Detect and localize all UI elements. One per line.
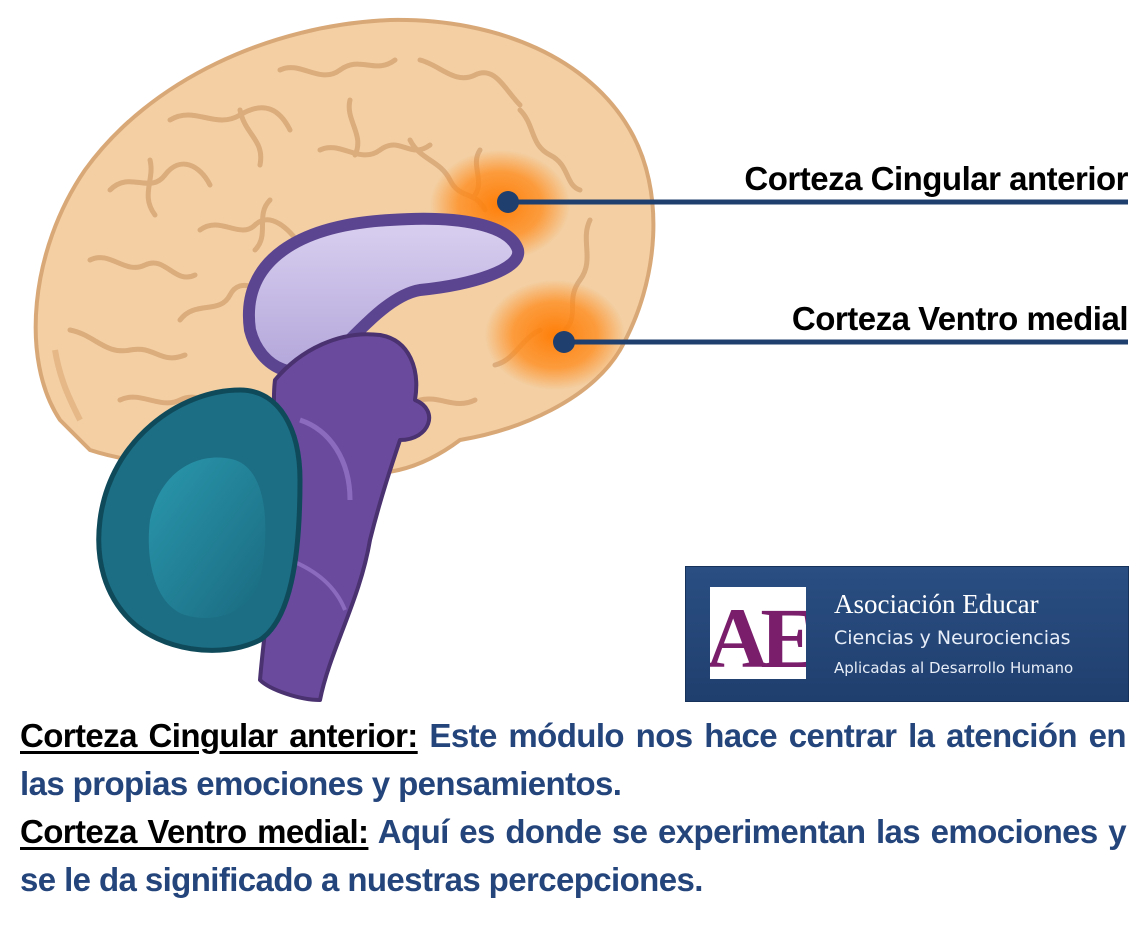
- logo-tagline: Aplicadas al Desarrollo Humano: [834, 659, 1074, 677]
- callout-line-cingular: [497, 191, 1128, 213]
- logo-title: Asociación Educar: [834, 589, 1039, 619]
- description-text: Aquí es donde se experimentan las emocio…: [20, 813, 1127, 898]
- description-text: Este módulo nos hace centrar la atención…: [20, 717, 1127, 802]
- svg-text:AE: AE: [710, 590, 806, 679]
- asociacion-educar-logo: AE Asociación Educar Ciencias y Neurocie…: [685, 566, 1129, 702]
- description-term: Corteza Cingular anterior:: [20, 717, 418, 754]
- description-term: Corteza Ventro medial:: [20, 813, 369, 850]
- description-cingular: Corteza Cingular anterior: Este módulo n…: [20, 712, 1127, 808]
- label-corteza-ventro-medial: Corteza Ventro medial: [791, 300, 1129, 337]
- callout-line-ventro: [553, 331, 1128, 353]
- description-ventro: Corteza Ventro medial: Aquí es donde se …: [20, 808, 1127, 904]
- label-corteza-cingular-anterior: Corteza Cingular anterior: [744, 160, 1128, 197]
- ae-logo-mark-icon: AE: [710, 587, 806, 679]
- descriptions: Corteza Cingular anterior: Este módulo n…: [20, 712, 1127, 904]
- ventro-highlight: [485, 280, 625, 390]
- logo-subtitle: Ciencias y Neurociencias: [834, 627, 1071, 649]
